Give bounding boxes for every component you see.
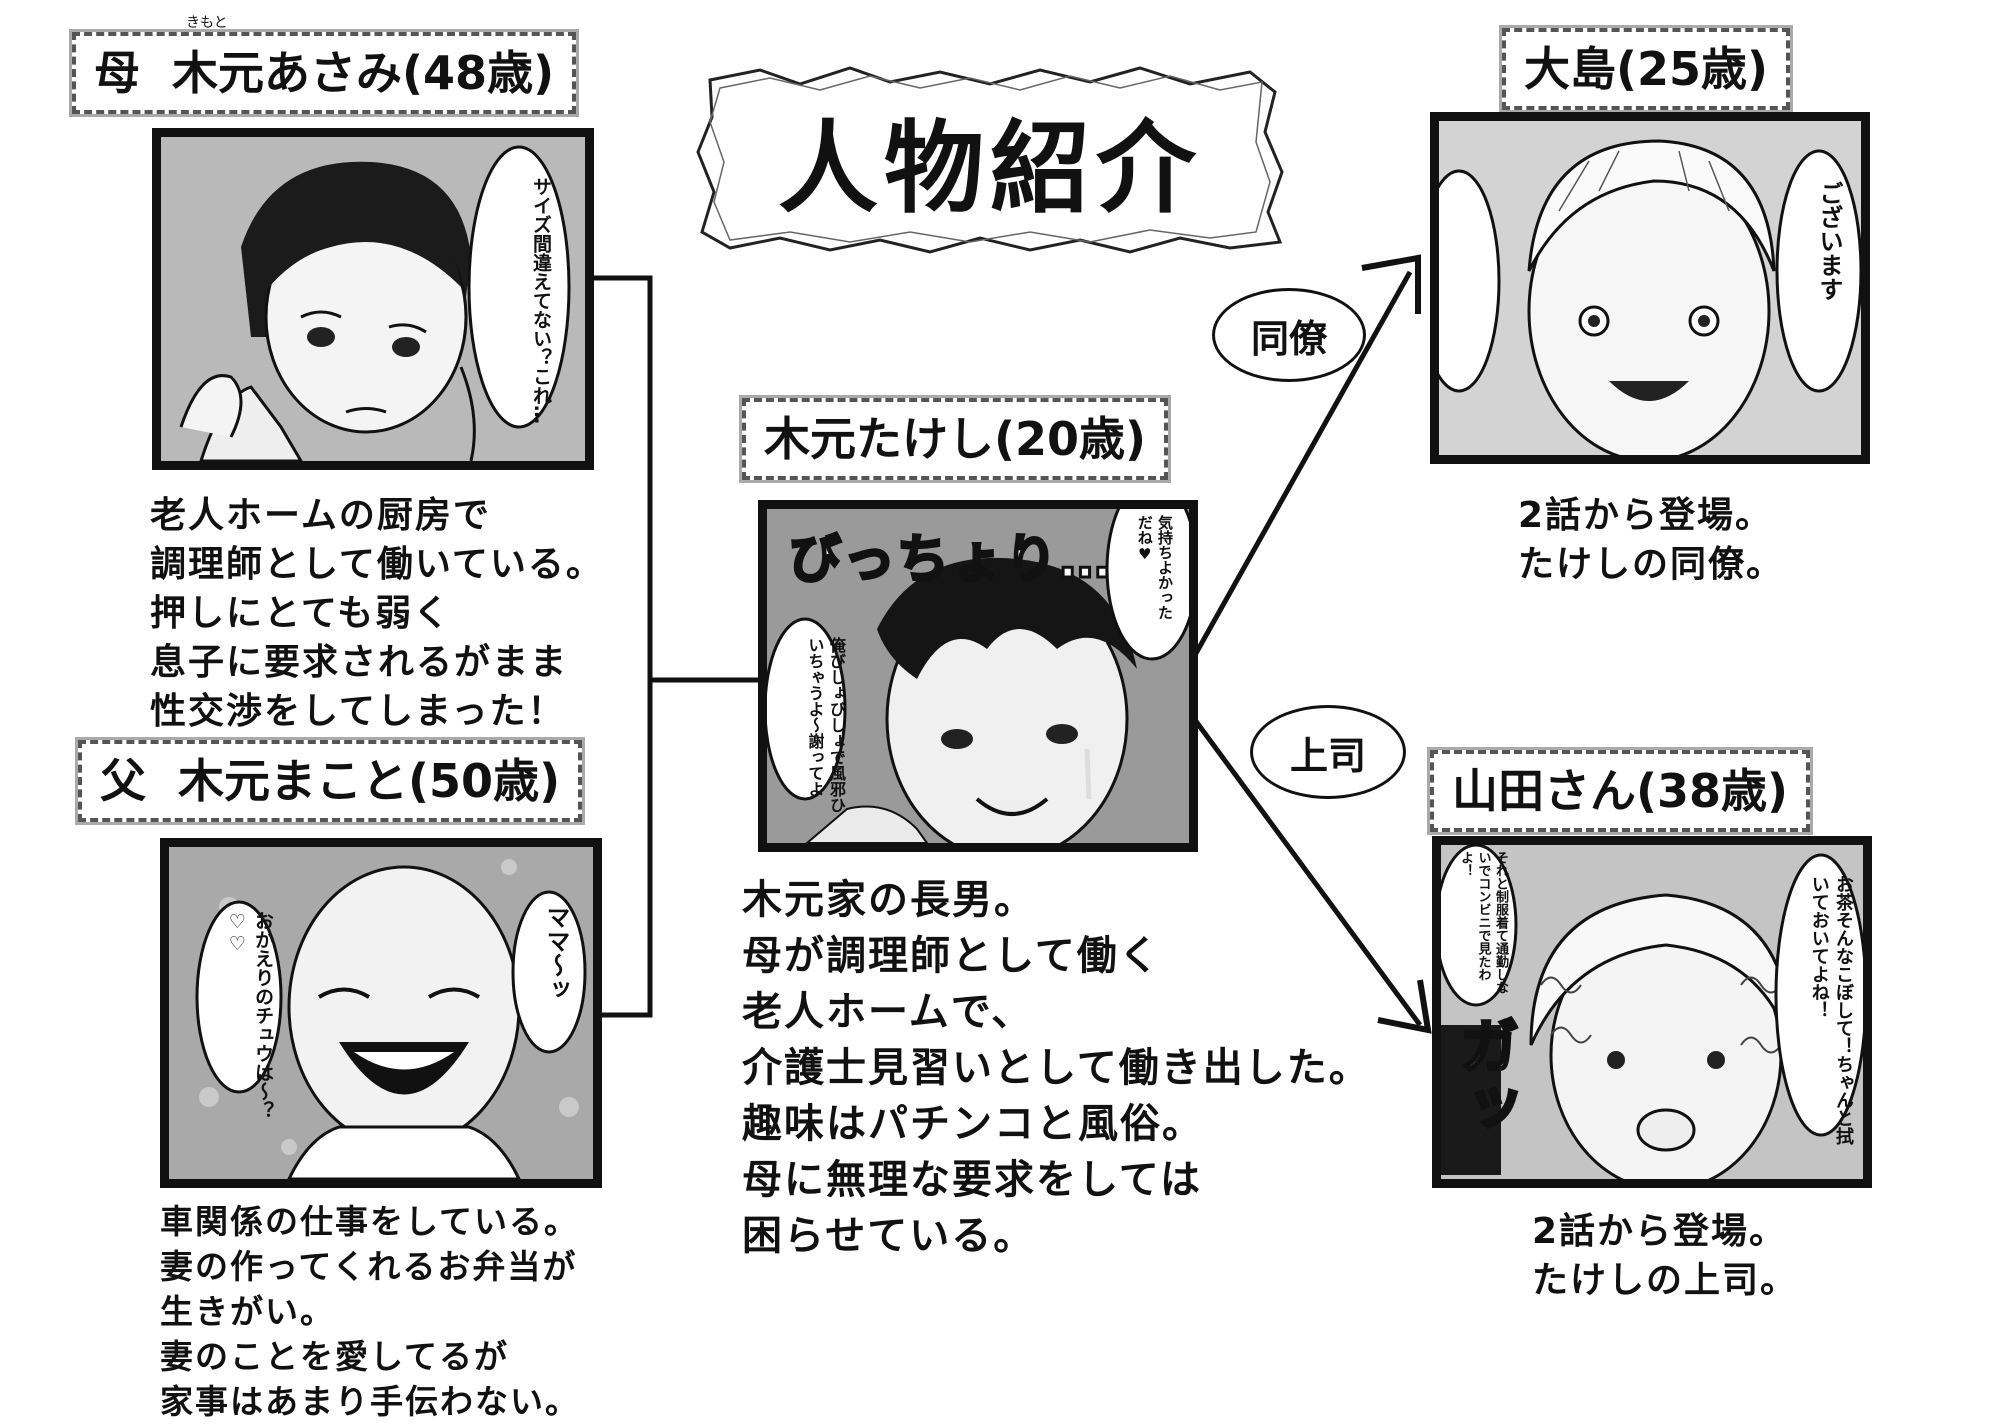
father-desc-line: 生きがい。 bbox=[160, 1290, 580, 1335]
yamada-sound-effect: ガッ bbox=[1441, 1015, 1528, 1139]
oshima-name: 大島(25歳) bbox=[1524, 42, 1768, 96]
mother-portrait-panel: サイズ間違えてない？これ… bbox=[152, 128, 594, 470]
father-role: 父 bbox=[100, 754, 146, 808]
father-speech-bubble-2: おかえりのチュウは〜？♡♡ bbox=[205, 911, 275, 1121]
son-desc-line: 困らせている。 bbox=[742, 1208, 1371, 1264]
mother-desc-line: 調理師として働いている。 bbox=[150, 541, 604, 590]
son-desc-line: 老人ホームで、 bbox=[742, 984, 1371, 1040]
father-desc-line: 車関係の仕事をしている。 bbox=[160, 1200, 580, 1245]
mother-desc-line: 押しにとても弱く bbox=[150, 590, 604, 639]
yamada-description: 2話から登場。 たけしの上司。 bbox=[1532, 1208, 1798, 1306]
father-description: 車関係の仕事をしている。 妻の作ってくれるお弁当が 生きがい。 妻のことを愛して… bbox=[160, 1200, 580, 1424]
father-speech-bubble-1: ママ〜ッ bbox=[522, 905, 572, 1045]
yamada-portrait-panel: ガッ お茶そんなこぼして！ちゃんと拭いておいてよね！ それと制服着て通勤しないで… bbox=[1432, 836, 1872, 1188]
father-desc-line: 家事はあまり手伝わない。 bbox=[160, 1380, 580, 1424]
father-name: 木元まこと(50歳) bbox=[178, 754, 560, 808]
father-desc-line: 妻の作ってくれるお弁当が bbox=[160, 1245, 580, 1290]
mother-desc-line: 性交渉をしてしまった！ bbox=[150, 688, 604, 737]
son-speech-bubble-1: 俺びしょびしょで風邪ひいちゃうよ〜謝ってよ bbox=[773, 637, 847, 817]
yamada-desc-line: 2話から登場。 bbox=[1532, 1208, 1798, 1257]
oshima-description: 2話から登場。 たけしの同僚。 bbox=[1518, 492, 1784, 590]
yamada-desc-line: たけしの上司。 bbox=[1532, 1257, 1798, 1306]
mother-description: 老人ホームの厨房で 調理師として働いている。 押しにとても弱く 息子に要求される… bbox=[150, 492, 604, 737]
son-desc-line: 母が調理師として働く bbox=[742, 928, 1371, 984]
mother-speech-bubble: サイズ間違えてない？これ… bbox=[483, 177, 553, 427]
father-desc-line: 妻のことを愛してるが bbox=[160, 1335, 580, 1380]
oshima-portrait-panel: ございます bbox=[1430, 112, 1870, 464]
mother-desc-line: 息子に要求されるがまま bbox=[150, 639, 604, 688]
son-speech-bubble-2: 気持ちよかっただね♥ bbox=[1115, 515, 1175, 625]
father-name-label: 父 木元まこと(50歳) bbox=[78, 740, 582, 822]
yamada-speech-bubble-1: お茶そんなこぼして！ちゃんと拭いておいてよね！ bbox=[1791, 875, 1855, 1145]
son-desc-line: 木元家の長男。 bbox=[742, 872, 1371, 928]
son-desc-line: 趣味はパチンコと風俗。 bbox=[742, 1096, 1371, 1152]
mother-name-ruby: きもと bbox=[186, 12, 228, 32]
son-desc-line: 介護士見習いとして働き出した。 bbox=[742, 1040, 1371, 1096]
mother-role: 母 bbox=[94, 46, 140, 100]
yamada-speech-bubble-2: それと制服着て通勤しないでコンビニで見たわよ！ bbox=[1445, 851, 1509, 1001]
colleague-relation-label: 同僚 bbox=[1212, 288, 1366, 382]
father-portrait-panel: ママ〜ッ おかえりのチュウは〜？♡♡ bbox=[160, 838, 602, 1188]
oshima-desc-line: たけしの同僚。 bbox=[1518, 541, 1784, 590]
mother-name-label: 母 木元あさみ(48歳) bbox=[72, 32, 576, 114]
mother-desc-line: 老人ホームの厨房で bbox=[150, 492, 604, 541]
son-portrait-panel: びっちょり… 俺びしょびしょで風邪ひいちゃうよ〜謝ってよ 気持ちよかっただね♥ bbox=[758, 500, 1198, 852]
son-sound-effect: びっちょり… bbox=[789, 517, 1113, 592]
oshima-portrait bbox=[1439, 121, 1861, 455]
mother-name: 木元あさみ(48歳) bbox=[172, 46, 554, 100]
son-name: 木元たけし(20歳) bbox=[764, 412, 1146, 466]
yamada-name: 山田さん(38歳) bbox=[1452, 764, 1788, 818]
oshima-speech-bubble: ございます bbox=[1801, 181, 1845, 381]
yamada-name-label: 山田さん(38歳) bbox=[1430, 750, 1810, 832]
son-name-label: 木元たけし(20歳) bbox=[742, 398, 1168, 480]
oshima-name-label: 大島(25歳) bbox=[1502, 28, 1790, 110]
oshima-desc-line: 2話から登場。 bbox=[1518, 492, 1784, 541]
son-desc-line: 母に無理な要求をしては bbox=[742, 1152, 1371, 1208]
son-description: 木元家の長男。 母が調理師として働く 老人ホームで、 介護士見習いとして働き出し… bbox=[742, 872, 1371, 1264]
boss-relation-label: 上司 bbox=[1250, 705, 1406, 799]
